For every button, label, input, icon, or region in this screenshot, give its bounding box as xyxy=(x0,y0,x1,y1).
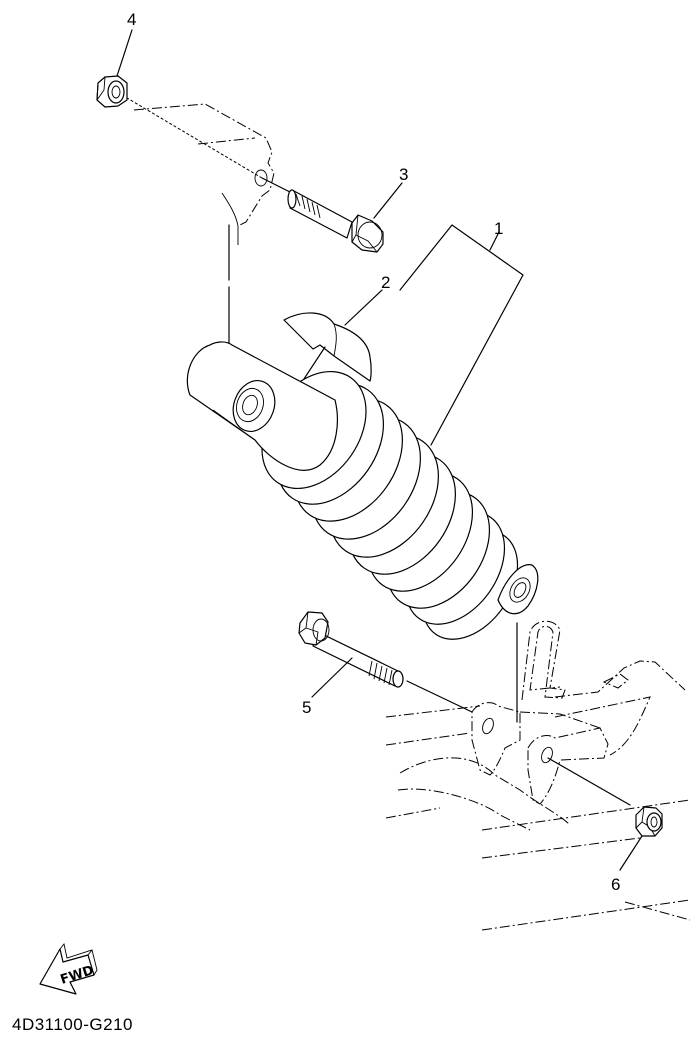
callout-6: 6 xyxy=(611,875,621,894)
bolt-3-icon xyxy=(287,189,384,253)
bolt-5-icon xyxy=(298,611,404,688)
upper-axis-line xyxy=(121,94,263,179)
upper-frame-bracket xyxy=(133,103,275,245)
figure-code: 4D31100-G210 xyxy=(12,1015,133,1034)
callout-1: 1 xyxy=(494,219,504,238)
shock-absorber-icon xyxy=(186,341,539,640)
nut-6-icon xyxy=(635,806,663,837)
callout-3: 3 xyxy=(399,165,409,184)
nut-4-icon xyxy=(96,75,128,108)
swingarm-frame xyxy=(385,620,691,931)
callout-4: 4 xyxy=(127,10,137,29)
callout-1-bracket xyxy=(399,224,524,446)
collar-2-icon xyxy=(283,312,372,382)
forward-direction-arrow-icon: FWD xyxy=(39,942,98,995)
callout-5: 5 xyxy=(302,698,312,717)
callout-2: 2 xyxy=(381,273,391,292)
